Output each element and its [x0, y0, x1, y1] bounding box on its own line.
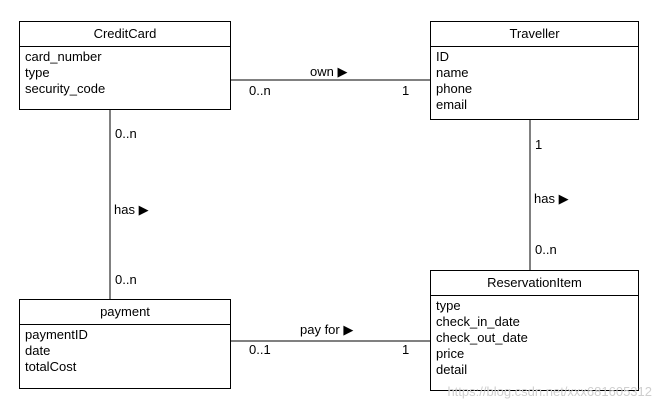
creditcard-attributes: card_number type security_code — [20, 47, 230, 99]
attribute-type: type — [436, 298, 461, 313]
own-left-multiplicity: 0..n — [249, 83, 271, 98]
own-relation-label: own ▶ — [310, 64, 348, 79]
payment-title: payment — [20, 300, 230, 325]
payment-attributes: paymentID date totalCost — [20, 325, 230, 377]
attribute-payment-id: paymentID — [25, 327, 88, 342]
card-payment-top-multiplicity: 0..n — [115, 126, 137, 141]
traveller-entity: Traveller ID name phone email — [430, 21, 639, 120]
attribute-id: ID — [436, 49, 449, 64]
card-payment-relation-label: has ▶ — [114, 202, 149, 217]
reservationitem-entity: ReservationItem type check_in_date check… — [430, 270, 639, 391]
pay-for-left-multiplicity: 0..1 — [249, 342, 271, 357]
pay-for-relation-label: pay for ▶ — [300, 322, 354, 337]
creditcard-entity: CreditCard card_number type security_cod… — [19, 21, 231, 110]
pay-for-right-multiplicity: 1 — [402, 342, 410, 357]
attribute-total-cost: totalCost — [25, 359, 77, 374]
traveller-attributes: ID name phone email — [431, 47, 638, 115]
attribute-price: price — [436, 346, 465, 361]
traveller-title: Traveller — [431, 22, 638, 47]
attribute-date: date — [25, 343, 51, 358]
attribute-check-out-date: check_out_date — [436, 330, 528, 345]
traveller-reservation-bottom-multiplicity: 0..n — [535, 242, 557, 257]
attribute-detail: detail — [436, 362, 468, 377]
payment-entity: payment paymentID date totalCost — [19, 299, 231, 389]
traveller-reservation-top-multiplicity: 1 — [535, 137, 543, 152]
card-payment-bottom-multiplicity: 0..n — [115, 272, 137, 287]
watermark-text: https://blog.csdn.net/xxx681605312 — [447, 384, 652, 399]
reservationitem-attributes: type check_in_date check_out_date price … — [431, 296, 638, 380]
attribute-security-code: security_code — [25, 81, 106, 96]
attribute-card-number: card_number — [25, 49, 102, 64]
own-right-multiplicity: 1 — [402, 83, 410, 98]
attribute-type: type — [25, 65, 50, 80]
traveller-reservation-relation-label: has ▶ — [534, 191, 569, 206]
attribute-name: name — [436, 65, 469, 80]
creditcard-title: CreditCard — [20, 22, 230, 47]
reservationitem-title: ReservationItem — [431, 271, 638, 296]
attribute-phone: phone — [436, 81, 473, 96]
attribute-check-in-date: check_in_date — [436, 314, 520, 329]
attribute-email: email — [436, 97, 468, 112]
